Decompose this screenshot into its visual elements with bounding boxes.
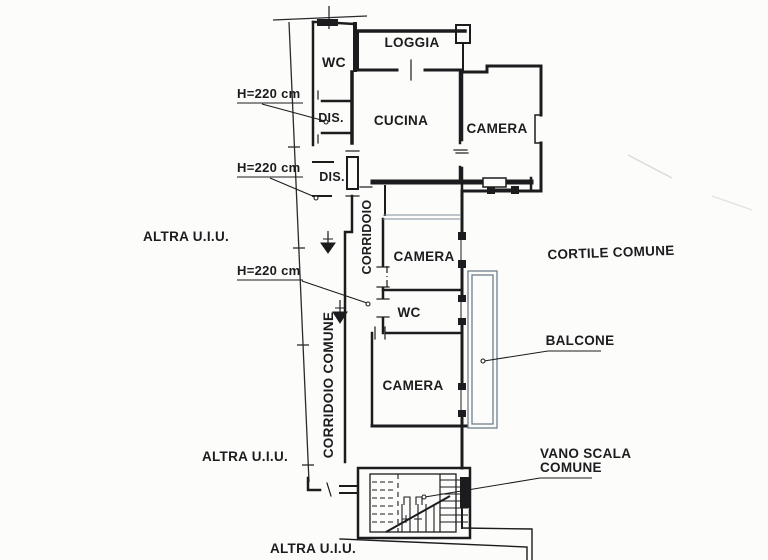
- room-label-cucina: CUCINA: [374, 113, 428, 128]
- annotation-labels: H=220 cm H=220 cm H=220 cm ALTRA U.I.U. …: [143, 86, 675, 556]
- altra-uiu-left-label: ALTRA U.I.U.: [143, 229, 229, 244]
- altra-uiu-bottom-center-label: ALTRA U.I.U.: [270, 541, 356, 556]
- walls: [306, 19, 543, 560]
- room-label-camera-bottom: CAMERA: [382, 378, 443, 393]
- height-label-1: H=220 cm: [237, 86, 300, 101]
- height-label-3: H=220 cm: [237, 263, 300, 278]
- room-label-corridoio-comune: CORRIDOIO COMUNE: [321, 312, 336, 459]
- room-label-wc-top: WC: [322, 54, 346, 70]
- room-label-camera-mid: CAMERA: [393, 249, 454, 264]
- thin-partitions: [383, 214, 460, 220]
- light-symbol: [320, 231, 348, 324]
- height-label-2: H=220 cm: [237, 160, 300, 175]
- room-label-dis-upper: DIS.: [318, 111, 344, 125]
- boundary-lines: [272, 6, 368, 483]
- room-label-camera-top: CAMERA: [466, 121, 527, 136]
- balcony-outline: [467, 270, 498, 429]
- room-labels: WC LOGGIA CUCINA CAMERA DIS. DIS. CORRID…: [318, 35, 527, 458]
- vano-scala-label-line2: COMUNE: [540, 460, 602, 475]
- leader-lines: [237, 102, 601, 500]
- room-label-corridoio: CORRIDOIO: [360, 200, 374, 275]
- vano-scala-label-line1: VANO SCALA: [540, 446, 631, 461]
- scan-artifacts: [627, 154, 753, 211]
- balcone-label: BALCONE: [546, 333, 615, 348]
- room-label-loggia: LOGGIA: [384, 35, 439, 50]
- cortile-comune-label: CORTILE COMUNE: [547, 243, 675, 262]
- altra-uiu-bottom-left-label: ALTRA U.I.U.: [202, 449, 288, 464]
- room-label-dis-lower: DIS.: [319, 170, 345, 184]
- staircase: [356, 466, 472, 540]
- room-label-wc-mid: WC: [397, 305, 420, 320]
